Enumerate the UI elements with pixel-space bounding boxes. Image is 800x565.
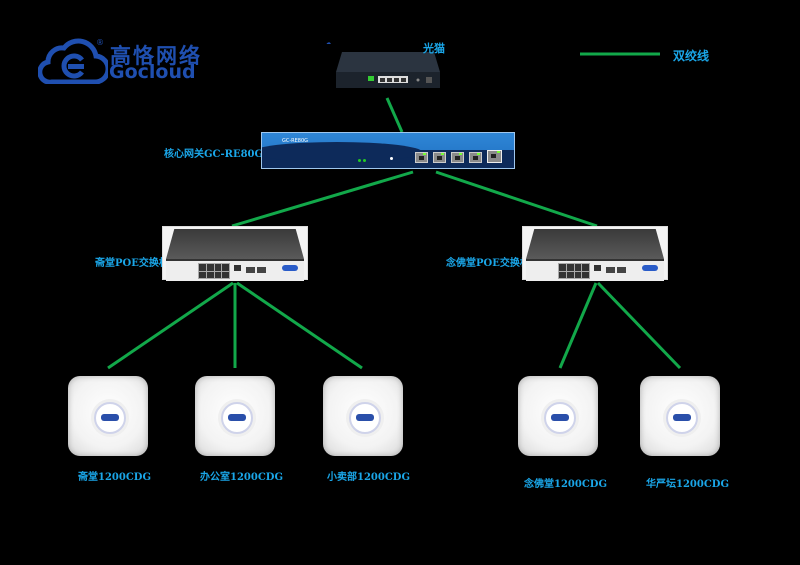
cloud-logo-icon <box>38 38 108 84</box>
link-modem-gateway <box>385 97 404 133</box>
link-gateway-switch-right <box>435 170 598 228</box>
access-point-icon <box>640 376 720 456</box>
gateway-label: 核心网关GC-RE80G <box>164 149 264 160</box>
access-point-icon <box>68 376 148 456</box>
link-switch-left-ap3 <box>236 281 363 370</box>
ap-3-label: 小卖部1200CDG <box>327 472 411 483</box>
gateway-icon: GC-RE80G <box>261 132 515 169</box>
poe-switch-icon <box>522 226 668 281</box>
brand-name-en: Gocloud <box>109 61 196 83</box>
link-switch-left-ap1 <box>107 281 234 370</box>
link-switch-right-ap5 <box>596 281 682 370</box>
link-switch-right-ap4 <box>558 282 598 369</box>
modem-label: 光猫 <box>423 42 445 55</box>
modem-icon <box>336 52 440 88</box>
link-gateway-switch-left <box>231 170 414 228</box>
ap-5-label: 华严坛1200CDG <box>646 479 730 490</box>
access-point-icon <box>518 376 598 456</box>
access-point-icon <box>195 376 275 456</box>
ap-1-label: 斋堂1200CDG <box>78 472 152 483</box>
poe-switch-icon <box>162 226 308 281</box>
access-point-icon <box>323 376 403 456</box>
brand-name-cn: 高恪网络 <box>110 44 202 68</box>
registered-mark: ® <box>96 38 104 47</box>
legend-label: 双绞线 <box>673 49 710 63</box>
ap-4-label: 念佛堂1200CDG <box>524 479 608 490</box>
ap-2-label: 办公室1200CDG <box>200 472 284 483</box>
modem-brand-logo: ☁ <box>326 40 331 46</box>
gateway-model-plate: GC-RE80G <box>282 138 309 144</box>
switch-left-label: 斋堂POE交换机 <box>95 258 169 269</box>
switch-right-label: 念佛堂POE交换机 <box>446 258 530 269</box>
